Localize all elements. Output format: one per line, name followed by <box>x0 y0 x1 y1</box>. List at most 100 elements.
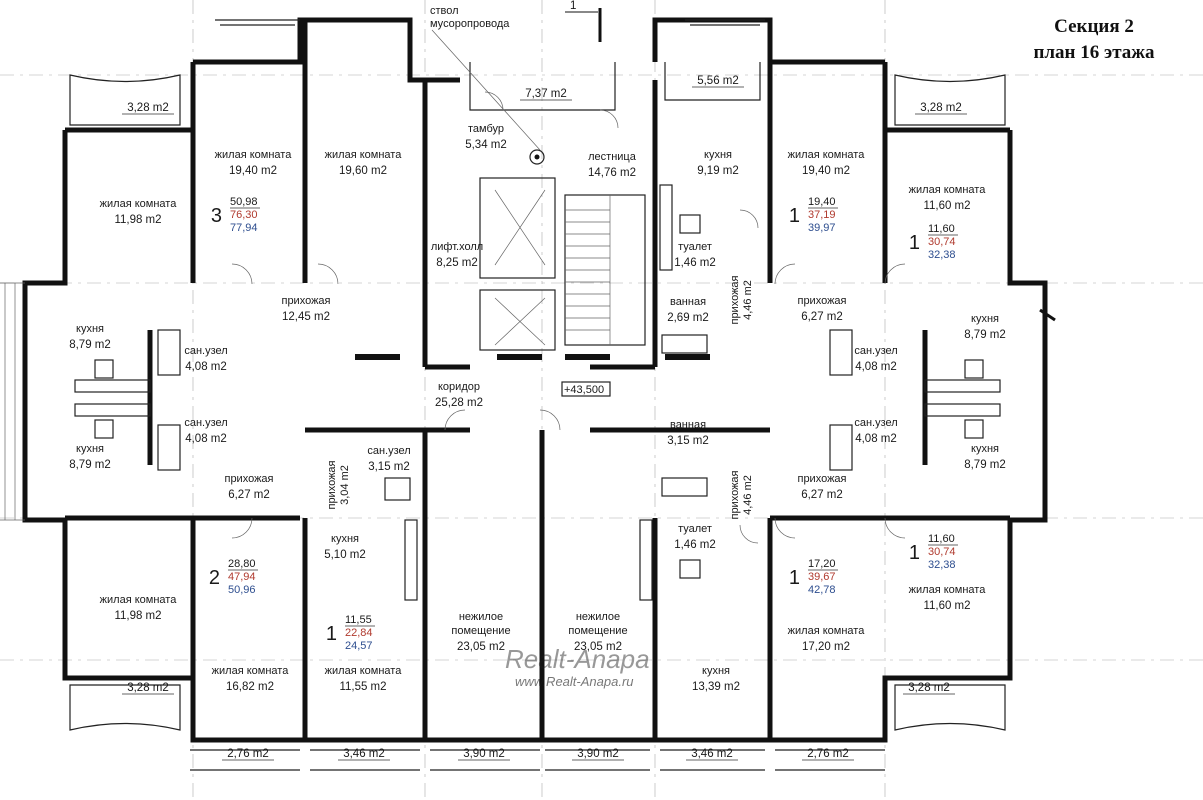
apartment-summaries: 350,9876,3077,94119,4037,1939,97111,6030… <box>209 196 958 652</box>
room-area: 19,60 m2 <box>339 165 387 177</box>
section-mark-label: 1 <box>570 0 576 12</box>
room-label: сан.узел <box>854 417 897 429</box>
room-area: 5,34 m2 <box>465 139 507 151</box>
apartment-room-count: 1 <box>789 205 800 227</box>
room-area: 6,27 m2 <box>801 489 843 501</box>
room-label: прихожая <box>729 275 741 324</box>
room-label: жилая комната <box>325 665 403 677</box>
room-bal-7-37: 7,37 m2 <box>520 88 572 101</box>
outer-walls <box>22 17 1048 743</box>
section-mark: 1 <box>565 0 1056 322</box>
room-area: 4,08 m2 <box>855 433 897 445</box>
room-label: туалет <box>678 523 712 535</box>
room-tambour: тамбур 5,34 m2 <box>465 123 507 151</box>
room-area: 11,60 m2 <box>923 600 970 612</box>
room-bal-tl-28: 3,28 m2 <box>122 102 174 115</box>
room-label: прихожая <box>281 295 330 307</box>
room-bath-4-08-bl: сан.узел 4,08 m2 <box>184 417 227 445</box>
room-area: 5,56 m2 <box>697 75 739 87</box>
room-area: 8,79 m2 <box>964 459 1006 471</box>
room-label: помещение <box>451 625 510 637</box>
room-label: лифт.холл <box>431 241 483 253</box>
apartment-total-area: 39,67 <box>808 571 836 583</box>
room-label: ванная <box>670 296 706 308</box>
apartment-living-area: 19,40 <box>808 196 836 208</box>
plan-title: Секция 2 план 16 этажа <box>999 14 1189 66</box>
apartment-total-with-balcony: 42,78 <box>808 584 836 596</box>
room-living-11-98-bot: жилая комната 11,98 m2 <box>100 594 178 622</box>
room-area: 9,19 m2 <box>697 165 739 177</box>
room-bal-bl-28: 3,28 m2 <box>122 682 174 695</box>
room-bath-4-08-br: сан.узел 4,08 m2 <box>854 417 897 445</box>
room-label: коридор <box>438 381 480 393</box>
room-label: сан.узел <box>184 417 227 429</box>
room-area: 4,08 m2 <box>855 361 897 373</box>
room-area: 6,27 m2 <box>228 489 270 501</box>
doors <box>231 91 906 544</box>
room-area: 11,60 m2 <box>923 200 970 212</box>
room-label: сан.узел <box>184 345 227 357</box>
room-area: 8,25 m2 <box>436 257 478 269</box>
room-area: 3,15 m2 <box>368 461 410 473</box>
room-label: прихожая <box>797 473 846 485</box>
room-label: жилая комната <box>788 149 866 161</box>
room-label: сан.узел <box>854 345 897 357</box>
room-label: тамбур <box>468 123 504 135</box>
room-label: жилая комната <box>100 594 178 606</box>
room-hall-6-27-br: прихожая 6,27 m2 <box>797 473 846 501</box>
room-label: кухня <box>76 323 104 335</box>
room-area: 11,55 m2 <box>339 681 386 693</box>
room-label: жилая комната <box>909 184 987 196</box>
room-area: 3,28 m2 <box>920 102 962 114</box>
room-label: кухня <box>76 443 104 455</box>
apartment-living-area: 50,98 <box>230 196 258 208</box>
room-label: прихожая <box>224 473 273 485</box>
room-area: 16,82 m2 <box>226 681 274 693</box>
room-label: кухня <box>971 313 999 325</box>
apartment-room-count: 1 <box>909 542 920 564</box>
room-area: 3,90 m2 <box>463 748 505 760</box>
room-label: нежилое <box>459 611 503 623</box>
apartment-room-count: 1 <box>789 567 800 589</box>
room-label: кухня <box>702 665 730 677</box>
room-label: прихожая <box>729 470 741 519</box>
lift-core <box>355 149 710 360</box>
room-area: 23,05 m2 <box>457 641 505 653</box>
room-area: 2,76 m2 <box>807 748 849 760</box>
balconies <box>0 19 1006 771</box>
apartment-living-area: 17,20 <box>808 558 836 570</box>
room-area: 4,08 m2 <box>185 433 227 445</box>
room-area: 11,98 m2 <box>114 214 161 226</box>
room-label: кухня <box>971 443 999 455</box>
apartment-total-area: 76,30 <box>230 209 258 221</box>
apartment-total-area: 22,84 <box>345 627 373 639</box>
room-area: 11,98 m2 <box>114 610 161 622</box>
elevation-label: +43,500 <box>564 384 604 396</box>
room-lift-hall: лифт.холл 8,25 m2 <box>431 241 483 269</box>
room-area: 3,15 m2 <box>667 435 709 447</box>
room-area: 4,08 m2 <box>185 361 227 373</box>
room-label: кухня <box>704 149 732 161</box>
room-area: 14,76 m2 <box>588 167 636 179</box>
room-area: 3,28 m2 <box>908 682 950 694</box>
